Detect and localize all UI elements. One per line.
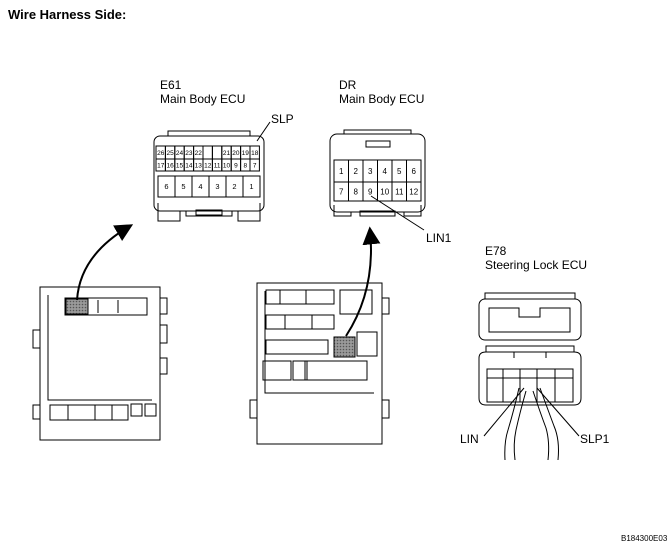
dr-bottom-pin-label: 9 — [368, 187, 373, 196]
dr-lin1-leader — [370, 195, 425, 231]
dr-ecu-body — [249, 282, 390, 445]
dr-bottom-pin-label: 8 — [354, 187, 359, 196]
dr-bottom-pin-label: 7 — [339, 187, 344, 196]
dr-top-pin-label: 4 — [383, 167, 388, 176]
e61-top-pin-label: 21 — [223, 150, 231, 157]
e61-bottom-pin-label: 6 — [164, 182, 168, 191]
e61-bottom-pin-label: 2 — [232, 182, 236, 191]
e78-lin-callout: LIN — [460, 432, 479, 446]
dr-top-pin-label: 3 — [368, 167, 373, 176]
e61-mid-pin-label: 17 — [157, 162, 165, 169]
e78-slp1-callout: SLP1 — [580, 432, 610, 446]
e78-connector-code: E78 — [485, 244, 507, 258]
dr-bottom-pin-label: 12 — [409, 187, 418, 196]
e78-connector — [478, 292, 582, 406]
e61-top-cavity — [202, 145, 213, 160]
e61-location-arrow — [76, 224, 134, 301]
e78-lin-leader — [483, 387, 525, 437]
e78-wires — [504, 387, 559, 461]
dr-bottom-pin-label: 10 — [380, 187, 389, 196]
e61-top-pin-label: 25 — [166, 150, 174, 157]
e61-top-pin-label: 24 — [176, 150, 184, 157]
e61-bottom-pin-label: 3 — [215, 182, 219, 191]
e61-slp-leader — [256, 121, 271, 142]
e61-mid-pin-label: 10 — [223, 162, 231, 169]
e61-mid-pin-label: 12 — [204, 162, 212, 169]
e61-connector-name: Main Body ECU — [160, 92, 246, 106]
e61-mid-pin-label: 11 — [214, 162, 221, 169]
e61-connector-code: E61 — [160, 78, 182, 92]
dr-top-pin-label: 2 — [354, 167, 359, 176]
e78-connector-name: Steering Lock ECU — [485, 258, 588, 272]
e61-top-pin-label: 20 — [232, 150, 240, 157]
dr-lin1-callout: LIN1 — [426, 231, 452, 245]
e61-mid-pin-label: 13 — [195, 162, 203, 169]
e61-bottom-pin-label: 5 — [181, 182, 185, 191]
dr-bottom-cavity — [406, 181, 422, 202]
dr-top-pin-label: 6 — [412, 167, 417, 176]
dr-bottom-pin-label: 11 — [395, 187, 404, 196]
e61-top-pin-label: 18 — [251, 150, 259, 157]
dr-connector-name: Main Body ECU — [339, 92, 425, 106]
dr-connector-code: DR — [339, 78, 357, 92]
e61-bottom-pin-label: 1 — [249, 182, 253, 191]
e61-mid-pin-label: 15 — [176, 162, 184, 169]
dr-location-arrow — [345, 226, 381, 337]
dr-top-pin-label: 1 — [339, 167, 344, 176]
e61-top-pin-label: 23 — [185, 150, 193, 157]
e61-mid-pin-label: 9 — [234, 162, 238, 169]
e61-ecu-body — [32, 286, 168, 441]
e61-top-pin-label: 19 — [242, 150, 250, 157]
e61-top-pin-label: 22 — [195, 150, 203, 157]
e61-slp-callout: SLP — [271, 112, 294, 126]
figure-id: B184300E03 — [621, 534, 668, 543]
e61-mid-pin-label: 16 — [166, 162, 174, 169]
e78-slp1-leader — [536, 387, 580, 437]
page-heading: Wire Harness Side: — [8, 7, 127, 22]
e61-mid-pin-label: 7 — [253, 162, 257, 169]
dr-top-pin-label: 5 — [397, 167, 402, 176]
e61-top-pin-label: 26 — [157, 150, 165, 157]
e61-mid-pin-label: 8 — [243, 162, 247, 169]
e61-mid-cavity — [249, 158, 260, 172]
e61-bottom-cavity — [242, 175, 261, 198]
e61-top-cavity — [211, 145, 223, 160]
e61-mid-pin-label: 14 — [185, 162, 193, 169]
e61-bottom-pin-label: 4 — [198, 182, 202, 191]
